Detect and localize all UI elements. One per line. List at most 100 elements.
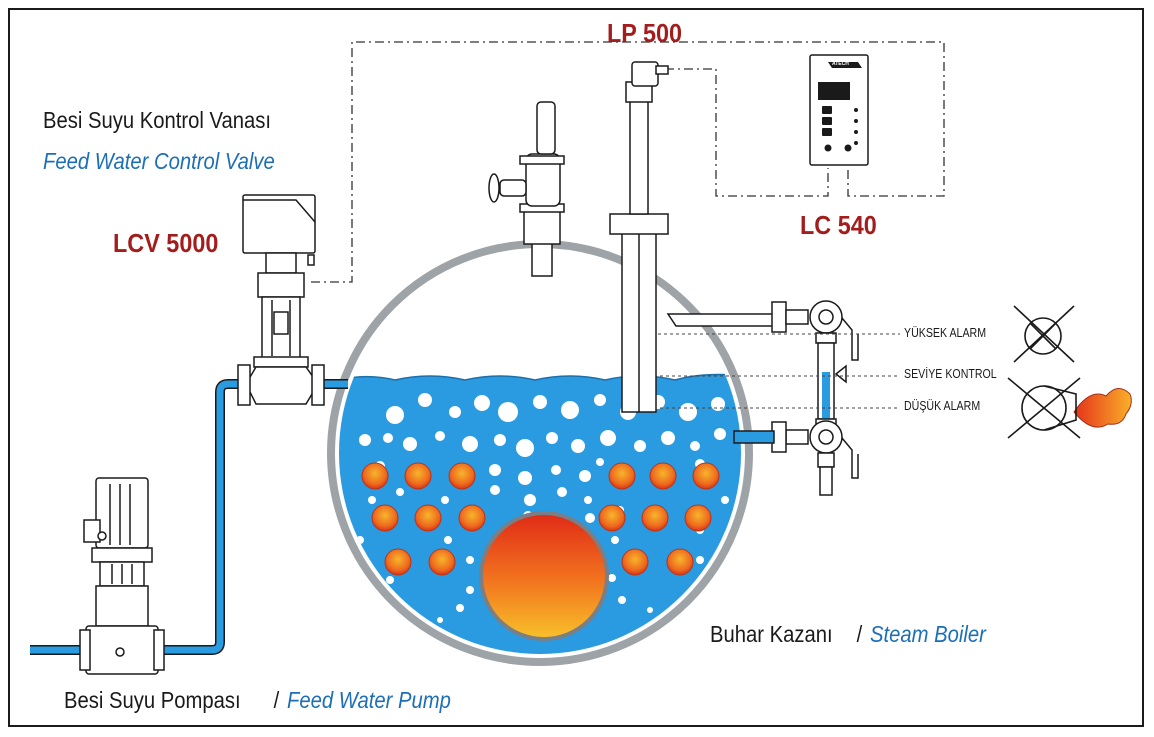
steam-bubble	[711, 397, 725, 411]
steam-bubble	[437, 617, 443, 623]
control-valve-label-tr: Besi Suyu Kontrol Vanası	[43, 107, 272, 133]
boiler-label-tr: Buhar Kazanı	[710, 621, 833, 647]
steam-bubble	[596, 458, 604, 466]
steam-bubble	[466, 556, 474, 564]
steam-bubble	[696, 556, 704, 564]
pump-caption-en-wrap: / Feed Water Pump	[268, 689, 473, 712]
steam-bubble	[524, 494, 536, 506]
steam-bubble	[435, 431, 445, 441]
steam-bubble	[386, 406, 404, 424]
controller-code: LC 540	[800, 210, 877, 240]
steam-bubble	[611, 536, 619, 544]
steam-bubble	[396, 488, 404, 496]
fire-tube	[414, 504, 442, 532]
fire-tube	[649, 462, 677, 490]
fire-tube	[384, 548, 412, 576]
steam-bubble	[608, 574, 616, 582]
steam-bubble	[551, 465, 561, 475]
steam-bubble	[721, 496, 729, 504]
level-control-label: SEVİYE KONTROL	[904, 367, 997, 381]
feed-water-pipe-fill	[30, 380, 348, 654]
pump-label-tr: Besi Suyu Pompası	[64, 687, 241, 713]
fire-tube	[641, 504, 669, 532]
fire-tube	[621, 548, 649, 576]
steam-bubble	[368, 496, 376, 504]
steam-bubble	[516, 439, 534, 457]
level-column	[666, 300, 859, 496]
feed-water-control-valve	[237, 194, 325, 406]
steam-bubble	[444, 536, 452, 544]
diagram-frame	[8, 8, 1144, 727]
steam-bubble	[647, 607, 653, 613]
high-alarm-label: YÜKSEK ALARM	[904, 326, 987, 340]
steam-bubble	[494, 434, 506, 446]
level-controller-lc540	[809, 54, 869, 166]
furnace-tube	[479, 511, 609, 641]
steam-bubble	[386, 576, 394, 584]
steam-bubble	[584, 496, 592, 504]
steam-bubble	[571, 439, 585, 453]
steam-bubble	[474, 395, 490, 411]
steam-bubble	[490, 485, 500, 495]
pump-separator: /	[268, 687, 285, 713]
steam-bubble	[441, 496, 449, 504]
steam-bubble	[585, 513, 595, 523]
feed-water-pipe	[30, 379, 348, 655]
steam-bubble	[679, 403, 697, 421]
steam-outlet-valve	[488, 101, 565, 277]
low-alarm-label: DÜŞÜK ALARM	[904, 399, 981, 413]
steam-bubble	[561, 401, 579, 419]
controller-brand: ATECH	[832, 61, 849, 67]
steam-bubble	[359, 434, 371, 446]
steam-bubble	[661, 431, 675, 445]
fire-tube	[458, 504, 486, 532]
steam-bubble	[594, 394, 606, 406]
fire-tube	[361, 462, 389, 490]
fire-tube	[684, 504, 712, 532]
fire-tube	[692, 462, 720, 490]
alarm-horn-crossed	[1013, 305, 1075, 363]
steam-bubble	[449, 406, 461, 418]
steam-bubble	[518, 471, 532, 485]
fire-tube	[428, 548, 456, 576]
steam-bubble	[403, 437, 417, 451]
steam-bubble	[690, 441, 700, 451]
pump-caption: Besi Suyu Pompası	[64, 689, 265, 712]
steam-bubble	[634, 440, 646, 452]
steam-bubble	[383, 433, 393, 443]
steam-bubble	[489, 464, 501, 476]
boiler-label-en: Steam Boiler	[870, 621, 987, 647]
fire-tube	[448, 462, 476, 490]
steam-bubble	[600, 430, 616, 446]
fire-tube	[666, 548, 694, 576]
steam-bubble	[456, 604, 464, 612]
fire-tubes	[361, 462, 720, 576]
control-valve-code: LCV 5000	[113, 228, 219, 258]
fire-tube	[404, 462, 432, 490]
steam-bubble	[462, 436, 478, 452]
boiler-separator: /	[851, 621, 868, 647]
alarm-leaders	[658, 333, 900, 409]
steam-bubble	[714, 428, 726, 440]
signal-lines	[311, 41, 945, 283]
fire-tube	[598, 504, 626, 532]
steam-bubble	[579, 470, 591, 482]
burner-cutoff-crossed	[1007, 377, 1132, 439]
steam-bubble	[498, 402, 518, 422]
level-probe-lp500	[609, 61, 669, 413]
boiler-caption: Buhar Kazanı	[710, 623, 849, 646]
fire-tube	[608, 462, 636, 490]
steam-bubble	[618, 596, 626, 604]
steam-bubble	[546, 432, 558, 444]
fire-tube	[371, 504, 399, 532]
steam-bubble	[557, 487, 567, 497]
steam-bubble	[466, 586, 474, 594]
steam-bubble	[418, 393, 432, 407]
level-probe-code: LP 500	[607, 18, 683, 48]
boiler-caption-en-wrap: / Steam Boiler	[851, 623, 1002, 646]
feed-water-pump	[79, 477, 165, 675]
pump-label-en: Feed Water Pump	[287, 687, 452, 713]
steam-bubble	[533, 395, 547, 409]
